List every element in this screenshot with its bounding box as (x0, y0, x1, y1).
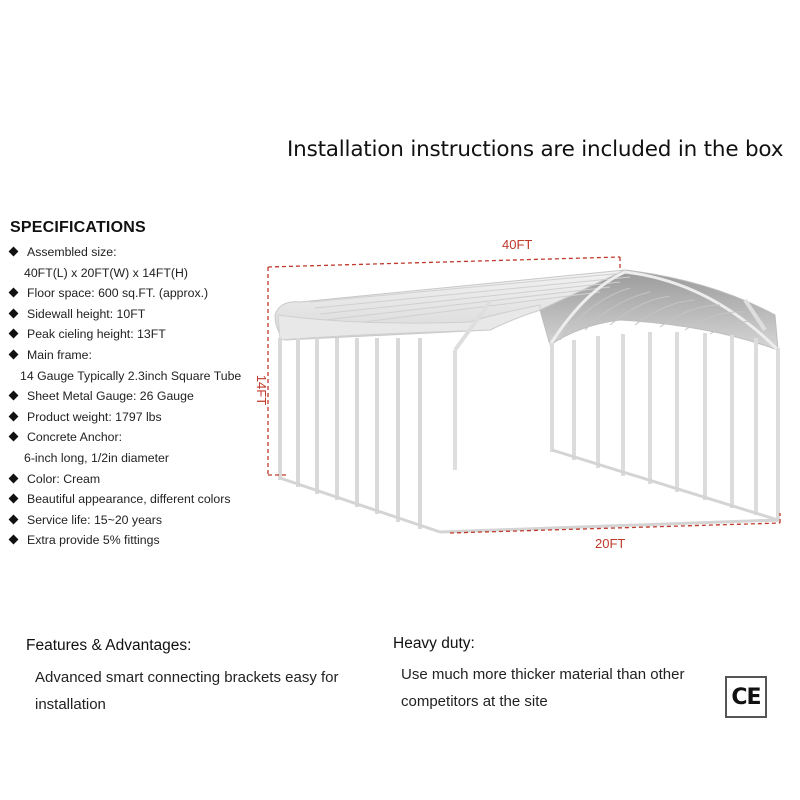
spec-item-text: Main frame: (27, 347, 92, 362)
spec-item: 40FT(L) x 20FT(W) x 14FT(H) (8, 264, 268, 285)
diamond-bullet-icon (8, 411, 19, 422)
heavy-duty-title: Heavy duty: (393, 635, 475, 652)
specifications-list: Assembled size: 40FT(L) x 20FT(W) x 14FT(… (8, 243, 268, 552)
diamond-bullet-icon (8, 390, 19, 401)
spec-item-text: Beautiful appearance, different colors (27, 492, 231, 507)
spec-item: Beautiful appearance, different colors (8, 490, 268, 511)
headline: Installation instructions are included i… (287, 137, 784, 162)
diamond-bullet-icon (8, 308, 19, 319)
width-dimension-label: 20FT (595, 536, 625, 551)
spec-item: Service life: 15~20 years (8, 511, 268, 532)
spec-item: Floor space: 600 sq.FT. (approx.) (8, 284, 268, 305)
diamond-bullet-icon (8, 431, 19, 442)
spec-item-text: Extra provide 5% fittings (27, 533, 160, 548)
diamond-bullet-icon (8, 534, 19, 545)
diamond-bullet-icon (8, 328, 19, 339)
length-dimension-label: 40FT (502, 237, 532, 252)
spec-item: Sheet Metal Gauge: 26 Gauge (8, 387, 268, 408)
features-title: Features & Advantages: (26, 637, 192, 654)
spec-item: Assembled size: (8, 243, 268, 264)
spec-item: 14 Gauge Typically 2.3inch Square Tube (8, 367, 268, 388)
specifications-title: SPECIFICATIONS (10, 219, 146, 236)
diamond-bullet-icon (8, 514, 19, 525)
spec-item-text: Product weight: 1797 lbs (27, 409, 162, 424)
diamond-bullet-icon (8, 246, 19, 257)
spec-item-text: Floor space: 600 sq.FT. (approx.) (27, 286, 209, 301)
spec-item-text: Peak cieling height: 13FT (27, 327, 166, 342)
diamond-bullet-icon (8, 349, 19, 360)
diamond-bullet-icon (8, 473, 19, 483)
diamond-bullet-icon (8, 287, 19, 298)
heavy-duty-text: Use much more thicker material than othe… (401, 666, 685, 710)
diamond-bullet-icon (8, 493, 19, 504)
spec-item-text: Concrete Anchor: (27, 430, 123, 445)
spec-item: Peak cieling height: 13FT (8, 325, 268, 346)
spec-item-text: Sheet Metal Gauge: 26 Gauge (27, 389, 194, 404)
carport-illustration (274, 269, 780, 534)
spec-item-text: Sidewall height: 10FT (27, 306, 146, 321)
spec-item: Concrete Anchor: (8, 428, 268, 449)
spec-item: Extra provide 5% fittings (8, 531, 268, 552)
height-dimension-label: 14FT (254, 375, 269, 405)
spec-item-text: 6-inch long, 1/2in diameter (24, 450, 169, 465)
spec-item: Color: Cream (8, 470, 268, 491)
spec-item-text: 14 Gauge Typically 2.3inch Square Tube (20, 368, 242, 383)
features-text: Advanced smart connecting brackets easy … (35, 669, 339, 713)
spec-item-text: 40FT(L) x 20FT(W) x 14FT(H) (24, 265, 188, 280)
dimension-lines (267, 256, 781, 534)
spec-item: Sidewall height: 10FT (8, 305, 268, 326)
carport-diagram: 40FT 20FT 14FT (254, 237, 781, 551)
ce-mark-icon: CE (725, 676, 767, 718)
spec-item-text: Service life: 15~20 years (27, 512, 162, 527)
spec-item-text: Color: Cream (27, 471, 101, 486)
spec-item: Product weight: 1797 lbs (8, 408, 268, 429)
spec-item: 6-inch long, 1/2in diameter (8, 449, 268, 470)
spec-item: Main frame: (8, 346, 268, 367)
spec-item-text: Assembled size: (27, 245, 117, 259)
